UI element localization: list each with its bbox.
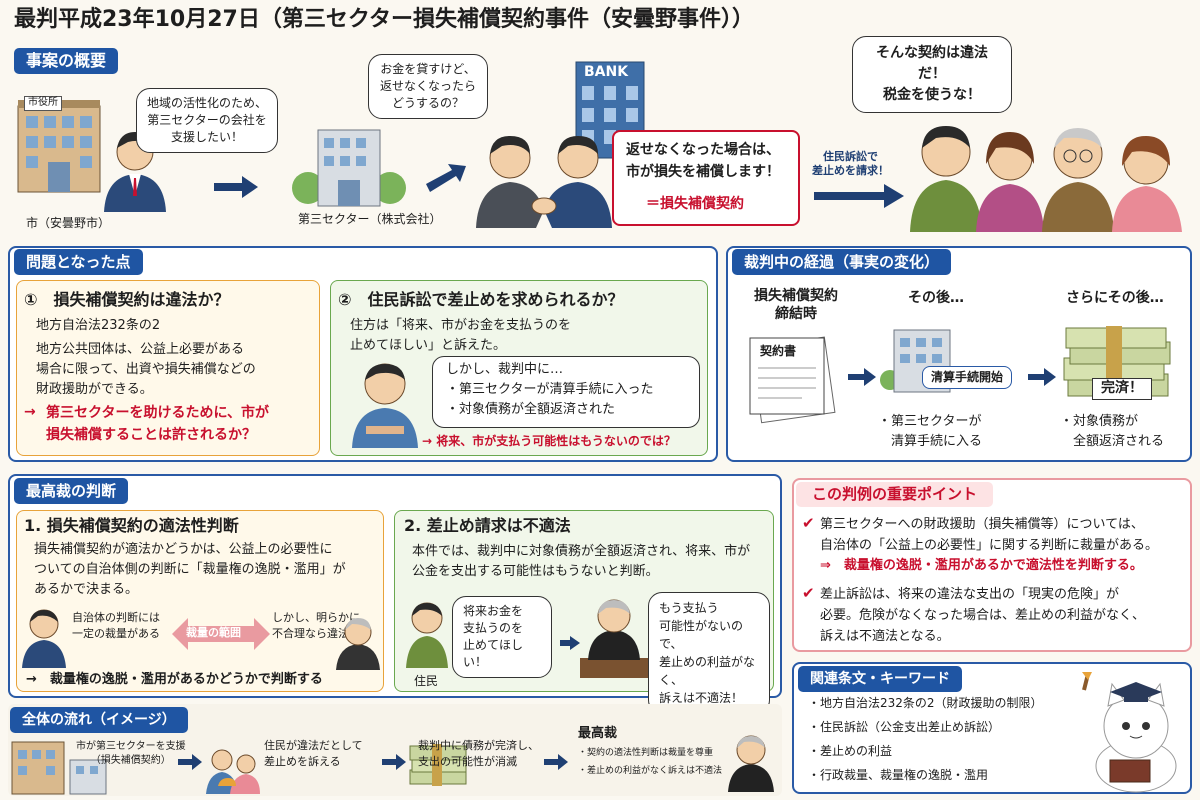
page-title: 最判平成23年10月27日（第三セクター損失補償契約事件（安曇野事件）） <box>14 7 754 32</box>
judgment-2-resident-bubble: 将来お金を 支払うのを 止めてほしい！ <box>452 596 552 678</box>
arrow-right-icon <box>560 636 580 650</box>
flow-step-2: 住民が違法だとして 差止めを訴える <box>264 739 363 768</box>
discretion-range-arrow <box>172 618 270 650</box>
supreme-court-judge-icon <box>728 735 774 792</box>
process-col-3-head: さらにその後… <box>1066 290 1164 306</box>
city-hall-sign: 市役所 <box>24 96 62 111</box>
flow-step-4-head: 最高裁 <box>578 726 618 741</box>
judgment-1-left: 自治体の判断には 一定の裁量がある <box>72 611 160 640</box>
contract-document-icon <box>749 336 836 424</box>
discretion-range-label: 裁量の範囲 <box>186 626 241 639</box>
mayor-speech-bubble: 地域の活性化のため、 第三セクターの会社を 支援したい！ <box>136 88 278 153</box>
judgment-2-title: 2. 差止め請求は不適法 <box>404 516 571 535</box>
arrow-right-icon <box>382 754 406 770</box>
arrow-right-icon <box>848 368 876 386</box>
contract-line-2: 市が損失を補償します！ <box>626 164 780 180</box>
residents-speech-bubble: そんな契約は違法だ！ 税金を使うな！ <box>852 36 1012 113</box>
contract-name: ＝損失補償契約 <box>646 196 744 212</box>
issues-label: 問題となった点 <box>14 249 143 275</box>
money-stack-icon <box>409 744 467 786</box>
issue-1-text: 地方公共団体は、公益上必要がある 場合に限って、出資や損失補償などの 財政援助が… <box>36 342 256 397</box>
judgment-1-title: 1. 損失補償契約の適法性判断 <box>24 516 239 535</box>
flow-step-4-item: ・契約の適法性判断は裁量を尊重 <box>578 748 714 758</box>
third-sector-label: 第三セクター（株式会社） <box>298 212 442 226</box>
issue-1-title: ① 損失補償契約は違法か？ <box>24 290 230 309</box>
worried-resident-icon <box>352 363 418 448</box>
judgment-2-text: 本件では、裁判中に対象債務が全額返済され、将来、市が 公金を支出する可能性はもう… <box>412 544 751 579</box>
flow-step-3: 裁判中に債務が完済し、 支出の可能性が消滅 <box>418 739 539 768</box>
issue-1-box <box>16 280 320 456</box>
third-sector-building-illustration <box>292 129 406 207</box>
judgment-1-box <box>16 510 384 692</box>
overview-label: 事案の概要 <box>14 48 119 74</box>
mayor-person-icon <box>104 132 166 212</box>
process-col-2-head: その後… <box>908 290 964 306</box>
issue-2-title: ② 住民訴訟で差止めを求められるか？ <box>338 290 624 309</box>
issue-1-arrow: → <box>24 404 36 420</box>
key-point-1: 第三セクターへの財政援助（損失補償等）については、 自治体の「公益上の必要性」に… <box>820 517 1159 553</box>
arrow-up-right-icon <box>426 164 466 192</box>
issue-2-bubble-item: ・対象債務が全額返済された <box>446 402 616 417</box>
issue-1-point: 第三セクターを助けるために、市が 損失補償することは許されるか？ <box>46 405 270 443</box>
judgment-1-right: しかし、明らかに 不合理なら違法 <box>272 611 360 640</box>
city-buildings-icon <box>11 741 107 795</box>
keyword-item: ・行政裁量、裁量権の逸脱・濫用 <box>808 768 989 782</box>
fully-repaid-tag: 完済！ <box>1092 378 1152 400</box>
flow-step-1: 市が第三セクターを支援 （損失補償契約） <box>76 741 186 766</box>
flow-label: 全体の流れ（イメージ） <box>10 707 188 733</box>
arrow-right-icon <box>1028 368 1056 386</box>
residents-group-icon <box>206 749 260 794</box>
keyword-item: ・住民訴訟（公金支出差止め訴訟） <box>808 720 1001 734</box>
judgment-2-resident-label: 住民 <box>414 674 439 688</box>
check-icon: ✔ <box>802 514 815 532</box>
process-col-2-text: ・第三セクターが 清算手続に入る <box>878 414 983 449</box>
bank-speech-bubble: お金を貸すけど、 返せなくなったら どうするの？ <box>368 54 488 119</box>
resident-person-icon <box>406 602 448 668</box>
judgment-2-judge-bubble: もう支払う 可能性がないので、 差止めの利益がなく、 訴えは不適法！ <box>648 592 770 714</box>
issue-1-law: 地方自治法232条の2 <box>36 318 161 333</box>
arrow-right-icon <box>544 754 568 770</box>
key-point-2: 差止訴訟は、将来の違法な支出の「現実の危険」が 必要。危険がなくなった場合は、差… <box>820 587 1146 644</box>
loss-compensation-contract-box <box>612 130 800 226</box>
keyword-item: ・差止めの利益 <box>808 744 893 758</box>
bank-sign: BANK <box>584 64 629 80</box>
issue-2-point: → 将来、市が支払う可能性はもうないのでは？ <box>422 434 676 448</box>
liquidation-tag: 清算手続開始 <box>922 366 1013 389</box>
key-points-label: この判例の重要ポイント <box>796 482 994 507</box>
issue-2-bubble-head: しかし、裁判中に… <box>446 362 564 377</box>
arrow-right-icon <box>214 176 258 198</box>
city-label: 市（安曇野市） <box>26 216 111 230</box>
official-person-icon <box>22 609 66 668</box>
handshake-illustration <box>476 136 612 228</box>
keywords-label: 関連条文・キーワード <box>798 666 962 692</box>
judge-person-icon <box>336 618 380 670</box>
supreme-court-judge-icon <box>580 599 648 678</box>
issue-2-text: 住方は「将来、市がお金を支払うのを 止めてほしい」と訴えた。 <box>350 318 572 353</box>
angry-residents-illustration <box>910 126 1182 232</box>
issue-2-bubble-item: ・第三セクターが清算手続に入った <box>446 382 654 397</box>
judgment-label: 最高裁の判断 <box>14 478 129 504</box>
flow-step-4-item: ・差止めの利益がなく訴えは不適法 <box>578 766 723 776</box>
keyword-item: ・地方自治法232条の2（財政援助の制限） <box>808 696 1043 710</box>
process-col-1-head: 損失補償契約 締結時 <box>754 288 838 322</box>
judgment-1-text: 損失補償契約が適法かどうかは、公益上の必要性に ついての自治体側の判断に「裁量権… <box>34 542 346 597</box>
arrow-right-icon <box>814 184 904 208</box>
key-point-1-arrow: ⇒ 裁量権の逸脱・濫用があるかで適法性を判断する。 <box>820 558 1143 573</box>
key-points-panel <box>792 478 1192 652</box>
process-label: 裁判中の経過（事実の変化） <box>732 249 952 275</box>
arrow-right-icon <box>178 754 202 770</box>
check-icon: ✔ <box>802 584 815 602</box>
judgment-1-conclusion: → 裁量権の逸脱・濫用があるかどうかで判断する <box>26 672 323 687</box>
suit-arrow-label: 住民訴訟で 差止めを請求！ <box>812 150 889 177</box>
issue-2-bubble <box>432 356 700 428</box>
contract-document-label: 契約書 <box>760 344 797 358</box>
process-col-3-text: ・対象債務が 全額返済される <box>1060 414 1165 449</box>
contract-line-1: 返せなくなった場合は、 <box>626 142 780 158</box>
cat-scholar-mascot-icon <box>1082 672 1177 793</box>
